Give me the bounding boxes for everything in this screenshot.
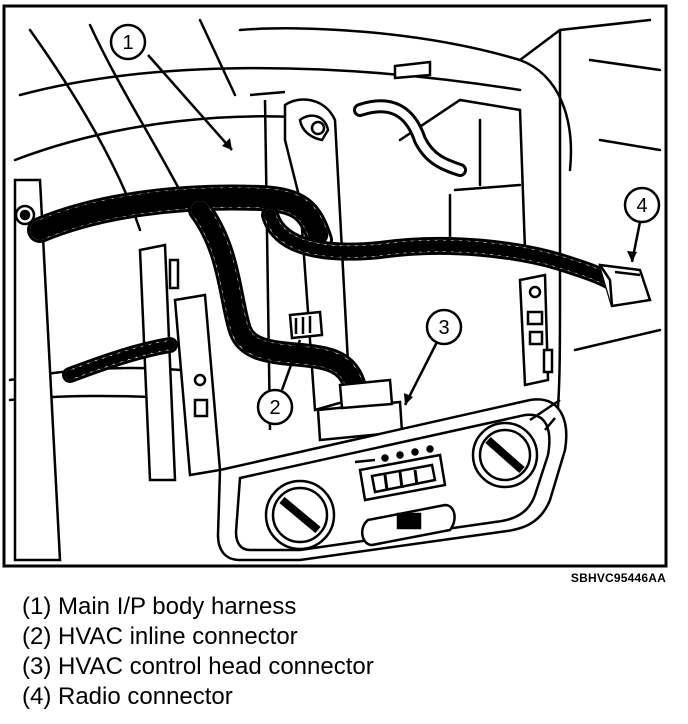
legend: (1) Main I/P body harness (2) HVAC inlin…: [22, 592, 374, 712]
main-ip-body-harness: [27, 99, 621, 412]
callout-3: 3: [425, 308, 463, 346]
dashboard-outline: [8, 18, 662, 522]
legend-item-2: (2) HVAC inline connector: [22, 623, 298, 650]
radio-connector: [598, 263, 652, 308]
callout-2: 2: [256, 388, 294, 426]
leader-3: [403, 341, 439, 406]
callout-3-label: 3: [438, 317, 449, 339]
callout-1-label: 1: [122, 32, 133, 54]
callout-1: 1: [109, 23, 147, 61]
legend-item-1: (1) Main I/P body harness: [22, 593, 297, 620]
right-bracket: [518, 273, 554, 387]
callout-2-label: 2: [269, 397, 280, 419]
callout-4-label: 4: [636, 195, 647, 217]
leader-1: [147, 54, 233, 151]
legend-item-4: (4) Radio connector: [22, 683, 233, 710]
dashboard-wiring-diagram: 1 2 3 4: [2, 4, 668, 568]
figure-code: SBHVC95446AA: [570, 571, 666, 585]
hvac-control-head: [216, 398, 568, 562]
hvac-control-head-connector: [316, 378, 404, 442]
hvac-inline-connector: [288, 310, 324, 340]
leader-arrowheads: [222, 138, 637, 405]
legend-item-3: (3) HVAC control head connector: [22, 653, 374, 680]
left-pillar: [13, 178, 62, 562]
callout-4: 4: [623, 186, 661, 224]
